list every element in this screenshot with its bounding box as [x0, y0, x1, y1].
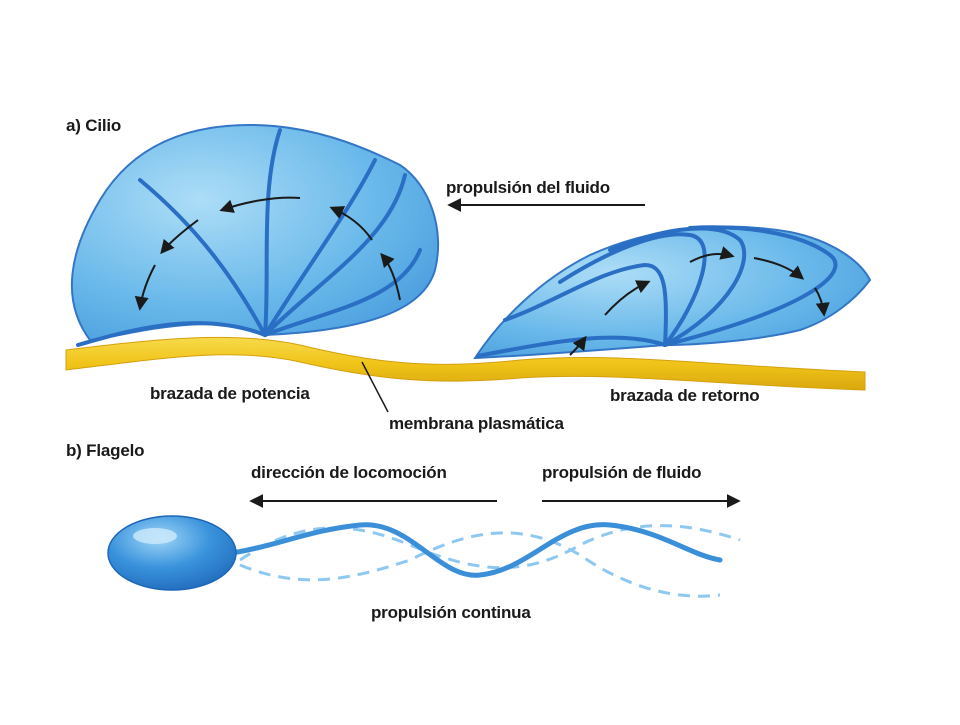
motion-arrow [814, 287, 830, 317]
cilium-position [263, 158, 377, 337]
return-stroke-label: brazada de retorno [610, 386, 760, 405]
power-stroke-arrows [134, 196, 401, 311]
motion-arrow [219, 196, 301, 213]
cilium-fluid-propulsion-label: propulsión del fluido [446, 178, 610, 197]
plasma-membrane [65, 336, 866, 391]
flagellum-section-title: b) Flagelo [66, 441, 145, 460]
return-stroke-arrows [569, 246, 830, 356]
cilium-position [663, 225, 838, 347]
power-stroke-envelope [70, 123, 439, 342]
motion-arrow [380, 252, 401, 301]
cilium-position [138, 178, 267, 337]
motion-arrow [134, 264, 156, 311]
cilium-position [608, 226, 747, 347]
power-stroke-label: brazada de potencia [150, 384, 310, 403]
cilium-position [503, 262, 668, 347]
cilium-section-title: a) Cilio [66, 116, 122, 135]
plasma-membrane-label: membrana plasmática [389, 414, 564, 433]
continuous-propulsion-label: propulsión continua [371, 603, 531, 622]
head-highlight [133, 528, 177, 544]
flagellum-ghost-waves [239, 524, 741, 598]
ghost-wave [239, 531, 721, 598]
cilium-position [263, 128, 282, 337]
motion-arrow [329, 206, 373, 241]
return-stroke-envelope [473, 225, 872, 360]
flagellum-tail [229, 522, 723, 578]
cilium-position [263, 173, 407, 337]
membrane-leader-line [361, 361, 389, 413]
power-stroke-cilia [76, 128, 422, 347]
cell-head [107, 515, 237, 591]
motion-arrow [604, 280, 651, 316]
cilium-position [558, 232, 707, 347]
flagellum-fluid-propulsion-label: propulsión de fluido [542, 463, 702, 482]
motion-arrow [569, 335, 587, 356]
motion-arrow [160, 219, 199, 255]
motion-arrow [753, 257, 805, 280]
cilium-position [76, 321, 267, 347]
motion-arrow [689, 246, 735, 263]
locomotion-direction-label: dirección de locomoción [251, 463, 447, 482]
cilium-position [263, 248, 422, 337]
